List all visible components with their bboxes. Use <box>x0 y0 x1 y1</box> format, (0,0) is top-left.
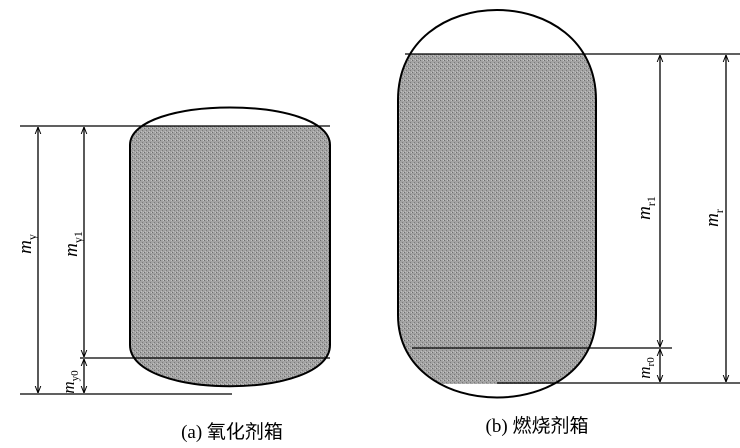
fuel-tank: mr1 mr0 mr (b) 燃烧剂箱 <box>397 9 740 437</box>
fuel-caption: (b) 燃烧剂箱 <box>486 415 589 437</box>
oxidizer-total-mass-label: my <box>15 234 39 254</box>
oxidizer-tank-outline <box>129 106 331 388</box>
fuel-tank-outline <box>397 9 597 399</box>
fuel-total-mass-label: mr <box>702 209 726 227</box>
fuel-residual-mass-label: mr0 <box>635 357 657 379</box>
fuel-usable-mass-label: mr1 <box>634 196 658 220</box>
oxidizer-usable-mass-label: my1 <box>61 231 85 257</box>
fuel-propellant-fill <box>398 54 596 384</box>
oxidizer-caption: (a) 氧化剂箱 <box>181 421 283 443</box>
oxidizer-propellant-fill <box>130 126 330 387</box>
oxidizer-residual-mass-label: my0 <box>59 370 81 394</box>
oxidizer-tank: my my1 my0 (a) 氧化剂箱 <box>15 106 331 443</box>
